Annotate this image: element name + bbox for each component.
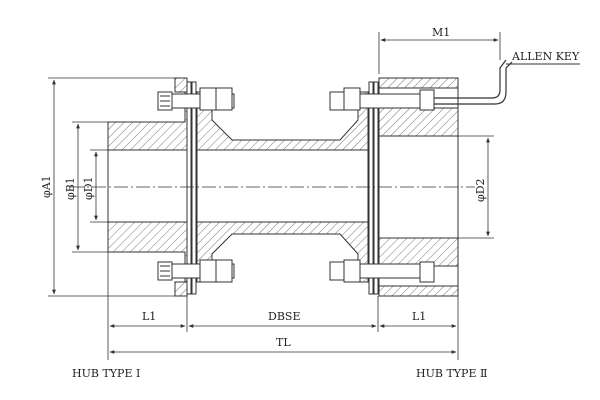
allen-key-label: ALLEN KEY [511, 50, 580, 63]
right-top-bolt [329, 87, 435, 111]
allen-key [434, 59, 507, 99]
label-l1-right: L1 [412, 310, 426, 323]
label-d1: φD1 [82, 176, 95, 200]
caption-hub-type-2: HUB TYPE Ⅱ [416, 367, 487, 380]
left-hub [107, 77, 197, 297]
label-d2: φD2 [474, 178, 487, 202]
left-top-bolt [157, 87, 235, 111]
left-disc-pack [186, 81, 197, 295]
label-a1: φA1 [40, 175, 53, 198]
right-bottom-bolt [329, 259, 435, 283]
label-l1-left: L1 [142, 310, 156, 323]
left-flange-top [174, 77, 188, 93]
spacer-bore [196, 149, 369, 223]
caption-hub-type-1: HUB TYPE Ⅰ [72, 367, 140, 380]
left-bottom-bolt [157, 259, 235, 283]
left-hub-bore [107, 149, 197, 223]
left-flange-bottom [174, 281, 188, 297]
label-tl: TL [276, 336, 291, 349]
label-dbse: DBSE [268, 310, 300, 323]
label-m1: M1 [432, 26, 450, 39]
right-disc-pack [368, 81, 379, 295]
label-b1: φB1 [64, 177, 77, 200]
